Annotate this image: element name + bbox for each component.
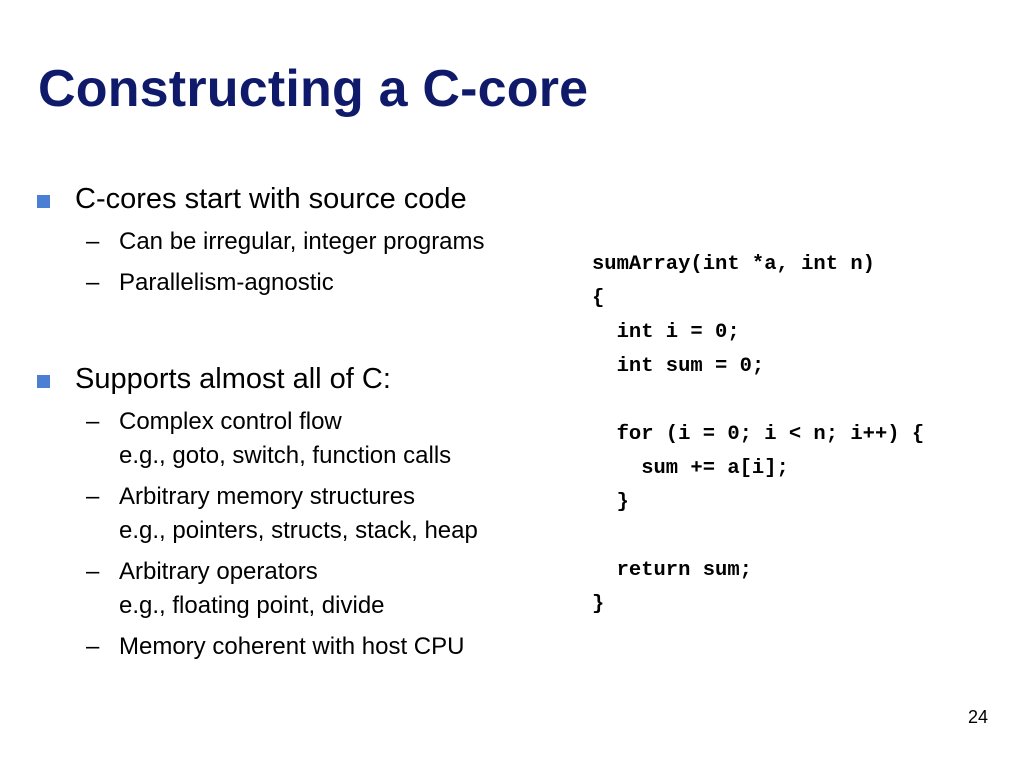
bullet-item: Supports almost all of C:: [37, 361, 391, 397]
sub-bullet-item: – Complex control flow e.g., goto, switc…: [86, 405, 452, 473]
sub-bullet-item: – Can be irregular, integer programs: [86, 225, 485, 259]
code-block: sumArray(int *a, int n) { int i = 0; int …: [592, 248, 924, 622]
page-number: 24: [967, 707, 988, 727]
dash-bullet-icon: –: [86, 228, 100, 255]
sub-bullet-example: e.g., floating point, divide: [119, 592, 385, 619]
code-line: sum += a[i];: [592, 457, 789, 480]
code-line: for (i = 0; i < n; i++) {: [592, 423, 925, 446]
code-line: [592, 520, 924, 554]
square-bullet-icon: [37, 375, 50, 388]
code-line: {: [592, 287, 605, 310]
sub-bullet-item: – Arbitrary memory structures e.g., poin…: [86, 480, 478, 548]
sub-bullet-text: Arbitrary operators: [119, 558, 318, 585]
bullet-item: C-cores start with source code: [37, 181, 467, 217]
code-line: }: [592, 593, 605, 616]
square-bullet-icon: [37, 195, 50, 208]
dash-bullet-icon: –: [86, 558, 100, 585]
dash-bullet-icon: –: [86, 633, 100, 660]
sub-bullet-item: – Parallelism-agnostic: [86, 266, 334, 300]
sub-bullet-text: Memory coherent with host CPU: [119, 633, 465, 660]
slide-title: Constructing a C-core: [38, 60, 589, 118]
dash-bullet-icon: –: [86, 269, 100, 296]
sub-bullet-text: Can be irregular, integer programs: [119, 228, 485, 255]
dash-bullet-icon: –: [86, 483, 100, 510]
sub-bullet-item: – Memory coherent with host CPU: [86, 630, 465, 664]
code-line: }: [592, 491, 629, 514]
code-line: [592, 384, 924, 418]
code-line: int sum = 0;: [592, 355, 765, 378]
bullet-text: C-cores start with source code: [75, 183, 467, 215]
sub-bullet-text: Arbitrary memory structures: [119, 483, 416, 510]
sub-bullet-item: – Arbitrary operators e.g., floating poi…: [86, 555, 385, 623]
bullet-text: Supports almost all of C:: [75, 363, 391, 395]
sub-bullet-text: Parallelism-agnostic: [119, 269, 334, 296]
code-line: sumArray(int *a, int n): [592, 253, 875, 276]
sub-bullet-text: Complex control flow: [119, 408, 342, 435]
code-line: return sum;: [592, 559, 752, 582]
sub-bullet-example: e.g., pointers, structs, stack, heap: [119, 517, 478, 544]
dash-bullet-icon: –: [86, 408, 100, 435]
code-line: int i = 0;: [592, 321, 740, 344]
sub-bullet-example: e.g., goto, switch, function calls: [119, 442, 452, 469]
